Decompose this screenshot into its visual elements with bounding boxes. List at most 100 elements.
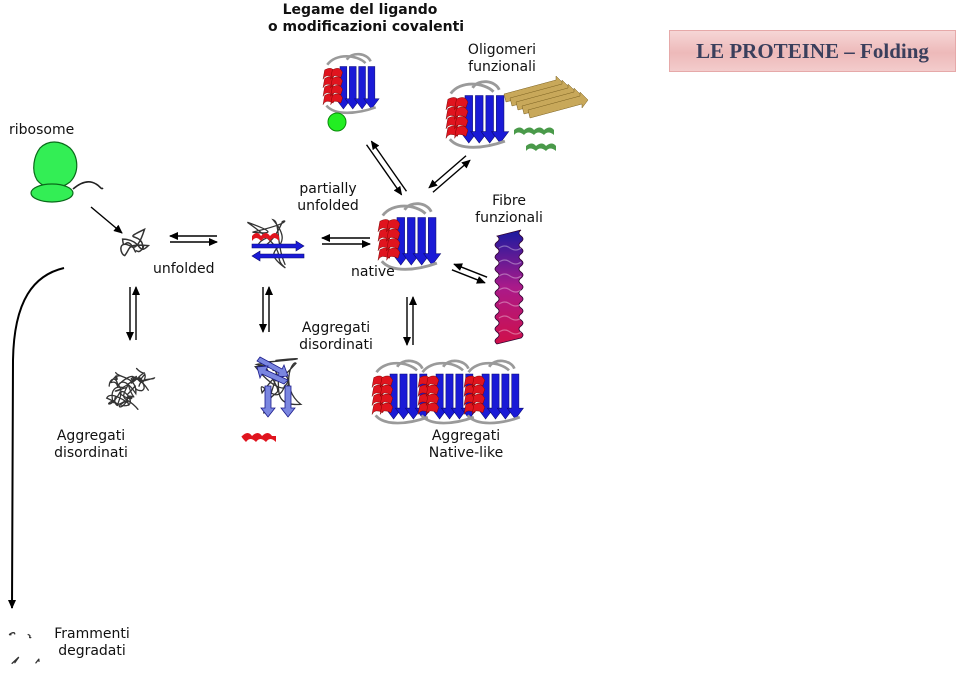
ligand [327,112,347,132]
label-oligomers: Oligomeri funzionali [467,42,537,76]
reaction-arrows [8,140,488,609]
native-like-protein-1-helix [379,375,393,415]
ligand-bound-protein-strand [363,66,380,110]
native-like-protein-2-strand [450,373,469,420]
fibre-stripe [498,245,522,251]
disordered-aggregate-chain [108,374,121,388]
oligomer-protein-tail [448,138,506,149]
oligomer-protein-strand [480,95,499,144]
fibre-stripe [498,273,522,279]
oligomer-protein-strand [491,95,510,144]
native-like-protein-3-helix [471,375,485,415]
title-banner: LE PROTEINE – Folding [669,30,956,72]
label-ligand: Legame del ligando o modificazioni coval… [268,2,465,36]
native-like-protein-3-loops [467,359,516,374]
partner-helix-1 [514,127,554,135]
ligand-bound-protein-loops [326,52,372,66]
native-like-protein-3-strand [496,373,515,420]
label-native: native [351,264,395,280]
label-fibre: Fibre funzionali [475,193,543,227]
native-like-protein-3-strand [486,373,505,420]
label-unfolded: unfolded [153,261,215,277]
fibre-stripe [498,259,522,265]
ligand-bound-protein [322,52,380,115]
native-like-protein-3-tail [466,414,521,425]
arrows-native-ligand-back [370,140,408,192]
center-aggregate-strand-4 [280,385,296,418]
ligand-bound-protein-strand [344,66,361,110]
label-aggregates-native-like: Aggregati Native-like [428,428,504,462]
label-partially-unfolded: partially unfolded [297,181,359,215]
center-aggregate-strand-3 [260,385,276,418]
unfolded-chain [120,227,151,257]
disordered-aggregate-chain [118,382,139,410]
molecule-drawings [8,52,589,665]
functional-fibre [494,229,524,345]
disordered-aggregate-chain [105,382,128,407]
oligomer-partner [503,75,589,151]
oligomer-protein-loops [449,80,501,95]
native-protein-helix [386,219,401,261]
native-like-protein-1-strand [404,373,423,420]
oligomer-protein [445,80,510,149]
disordered-aggregate-chain [107,386,127,405]
native-like-protein-3-strand [506,373,524,420]
label-ribosome: ribosome [9,122,75,138]
label-aggregates-left: Aggregati disordinati [54,428,128,462]
partial-helix [252,233,279,241]
native-protein-strand [423,217,442,266]
oligomer-protein-helix [454,97,469,139]
ribosome-large-subunit [33,141,78,189]
fragment-1 [8,632,16,636]
ligand-bound-protein-tail [325,104,377,115]
native-protein-strand [412,217,431,266]
native-protein-loops [381,202,433,217]
native-like-protein-2 [417,359,478,425]
arrow-ribosome-to-unfolded [90,206,123,234]
partial-strand-1 [251,240,305,252]
page-title: LE PROTEINE – Folding [696,38,929,63]
ligand-bound-protein-strand [353,66,371,110]
native-like-protein-2-strand [440,373,459,420]
arrows-native-fibre-back [453,263,488,278]
ligand-bound-protein-helix [330,68,343,105]
arrow-degradation [8,267,65,609]
native-like-protein-2-helix [425,375,439,415]
center-aggregate-strand-1 [256,356,289,378]
ribosome-small-subunit [30,183,74,203]
fibre-stripe [498,315,522,321]
center-aggregate-strand-2 [256,365,289,385]
native-like-protein-3 [463,359,524,425]
arrows-native-oligomer-forward [432,159,471,193]
native-like-protein-1-loops [375,359,424,374]
fibre-stripe [498,287,522,293]
native-protein-tail [380,260,438,271]
partner-helix-2 [526,143,556,151]
nascent-chain [72,181,104,190]
center-aggregate-helix [241,433,276,442]
fibre-stripe [498,329,522,335]
disordered-aggregate-chain [119,391,133,407]
native-like-protein-2-loops [421,359,470,374]
disordered-aggregate-chain [130,367,145,384]
fibre-stripe [498,301,522,307]
label-aggregates-center: Aggregati disordinati [299,320,373,354]
oligomer-protein-strand [470,95,489,144]
partner-strand [527,91,589,119]
arrows-native-ligand-forward [365,144,403,196]
native-like-protein-1-tail [374,414,429,425]
fragment-2 [27,633,32,639]
arrows-native-fibre-forward [451,269,486,284]
fragment-3 [11,656,20,665]
arrows-native-oligomer-back [428,155,467,189]
fragment-4 [35,658,40,664]
native-like-protein-1-strand [394,373,413,420]
label-fragments: Frammenti degradati [54,626,130,660]
partial-strand-2 [251,250,305,262]
partial-coil [247,218,286,269]
native-like-protein-2-tail [420,414,475,425]
native-protein [377,202,442,271]
native-protein-strand [402,217,421,266]
